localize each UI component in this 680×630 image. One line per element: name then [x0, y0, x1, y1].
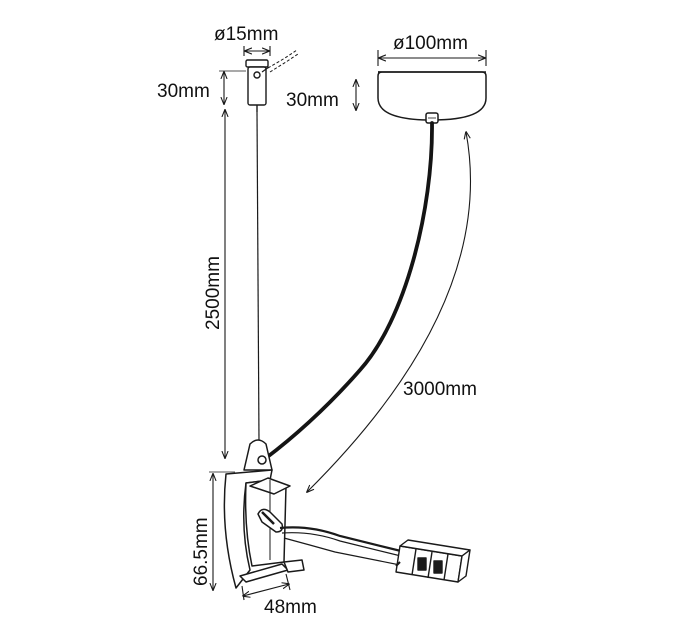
cable-length-dimension	[307, 132, 472, 492]
wire-length-label: 2500mm	[203, 256, 224, 330]
adapter-leads	[279, 526, 406, 567]
clamp-diameter-dimension	[243, 46, 271, 56]
canopy-diameter-dimension	[377, 50, 487, 66]
clamp-height-label: 30mm	[157, 81, 210, 102]
adapter-width-dimension	[242, 573, 290, 601]
cable-length-label: 3000mm	[403, 379, 477, 400]
canopy-height-label: 30mm	[286, 90, 339, 111]
clamp-diameter-label: ø15mm	[214, 24, 278, 45]
canopy-diameter-label: ø100mm	[393, 33, 468, 54]
power-cable	[264, 121, 434, 460]
suspension-wire	[256, 111, 260, 443]
adapter-width-label: 48mm	[264, 597, 317, 618]
clamp-height-dimension	[219, 70, 246, 104]
terminal-connector	[395, 539, 471, 583]
adapter-height-dimension	[209, 471, 235, 590]
ceiling-canopy	[377, 71, 487, 124]
clamp-leader	[267, 49, 299, 73]
track-adapter	[223, 439, 305, 589]
adapter-height-label: 66.5mm	[191, 517, 212, 586]
wire-clamp	[245, 59, 270, 112]
